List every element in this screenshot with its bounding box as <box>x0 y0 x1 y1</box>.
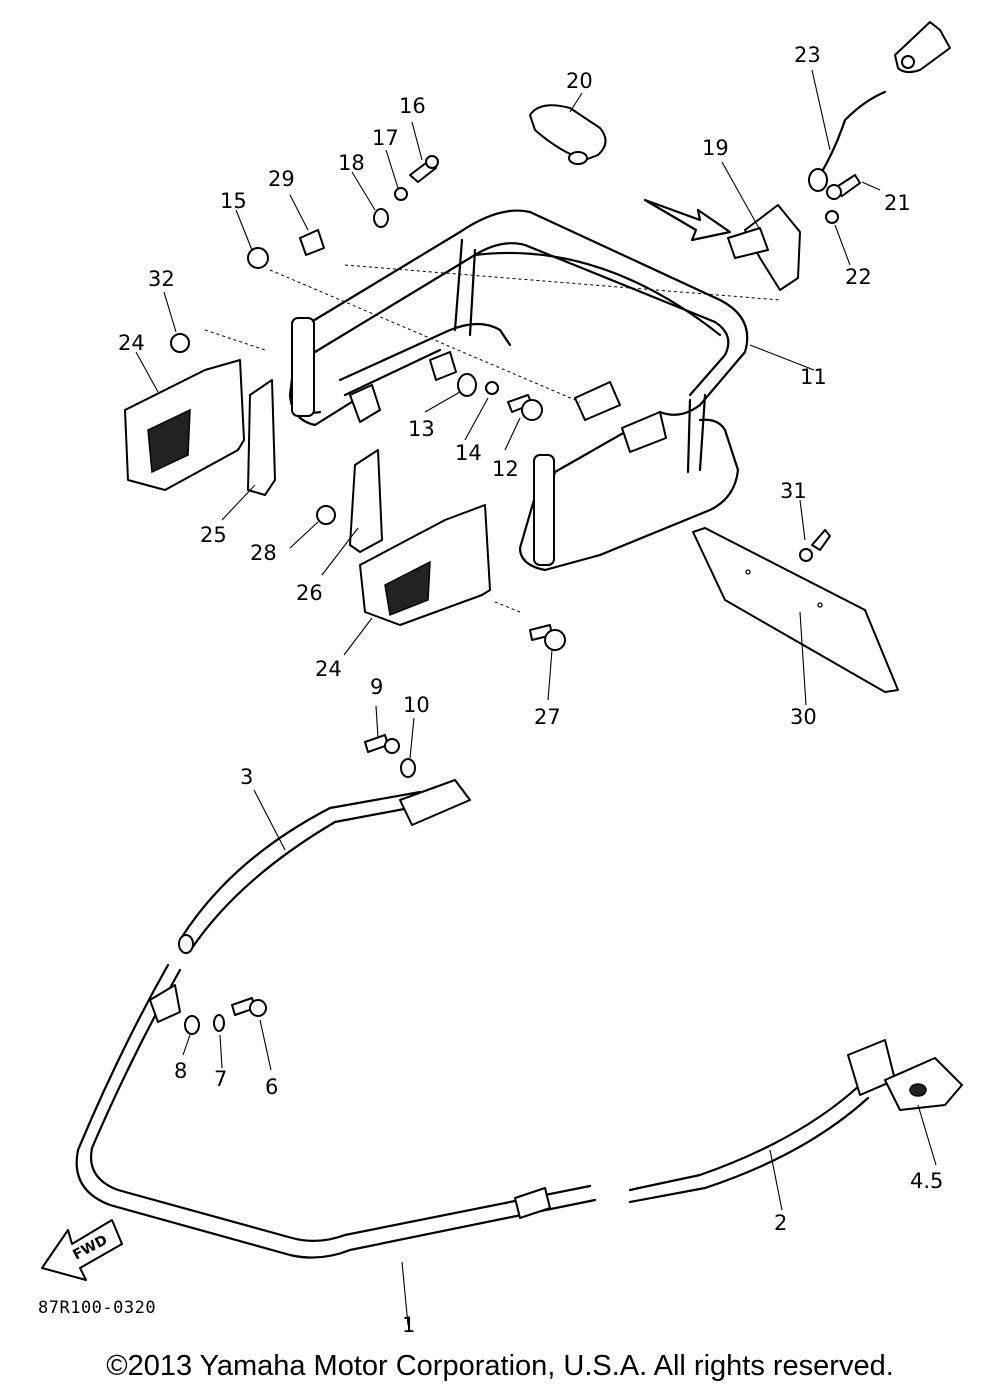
callout-24b: 24 <box>315 657 342 681</box>
callout-labels: 20 23 19 21 22 11 16 17 18 29 15 32 24 1… <box>118 43 943 1337</box>
license-plate <box>692 527 899 693</box>
copyright-notice: ©2013 Yamaha Motor Corporation, U.S.A. A… <box>106 1350 894 1382</box>
leader-lines <box>135 69 937 1326</box>
callout-23: 23 <box>794 43 821 67</box>
callout-22: 22 <box>845 265 872 289</box>
callout-10: 10 <box>403 693 430 717</box>
callout-26: 26 <box>296 581 323 605</box>
callout-7: 7 <box>214 1067 227 1091</box>
hinge-bracket <box>643 198 801 291</box>
callout-24a: 24 <box>118 331 145 355</box>
side-reflector-right <box>349 449 491 626</box>
diagram-code: 87R100-0320 <box>38 1298 157 1318</box>
callout-45: 4.5 <box>910 1169 943 1193</box>
callout-8: 8 <box>174 1059 187 1083</box>
callout-1: 1 <box>402 1313 415 1337</box>
callout-6: 6 <box>265 1075 278 1099</box>
callout-9: 9 <box>370 675 383 699</box>
rear-rack-frame <box>288 209 749 572</box>
callout-17: 17 <box>372 126 399 150</box>
callout-19: 19 <box>702 136 729 160</box>
callout-27: 27 <box>534 705 561 729</box>
callout-21: 21 <box>884 191 911 215</box>
fwd-arrow: FWD <box>41 1219 123 1281</box>
callout-25: 25 <box>200 523 227 547</box>
callout-18: 18 <box>338 151 365 175</box>
callout-11: 11 <box>800 365 827 389</box>
callout-16: 16 <box>399 94 426 118</box>
callout-31: 31 <box>780 479 807 503</box>
grab-bar-2 <box>628 1039 963 1204</box>
callout-29: 29 <box>268 167 295 191</box>
callout-13: 13 <box>408 417 435 441</box>
rubber-pad <box>529 104 607 165</box>
side-reflector-left <box>124 359 276 496</box>
callout-3: 3 <box>240 765 253 789</box>
callout-2: 2 <box>774 1211 787 1235</box>
callout-32: 32 <box>148 267 175 291</box>
callout-28: 28 <box>250 541 277 565</box>
callout-30: 30 <box>790 705 817 729</box>
callout-15: 15 <box>220 189 247 213</box>
callout-14: 14 <box>455 441 482 465</box>
grab-bar-1 <box>75 963 597 1259</box>
rack-cable <box>808 21 951 192</box>
callout-20: 20 <box>566 69 593 93</box>
callout-12: 12 <box>492 457 519 481</box>
rack-hardware <box>170 155 861 651</box>
grab-bar-3 <box>178 734 471 954</box>
